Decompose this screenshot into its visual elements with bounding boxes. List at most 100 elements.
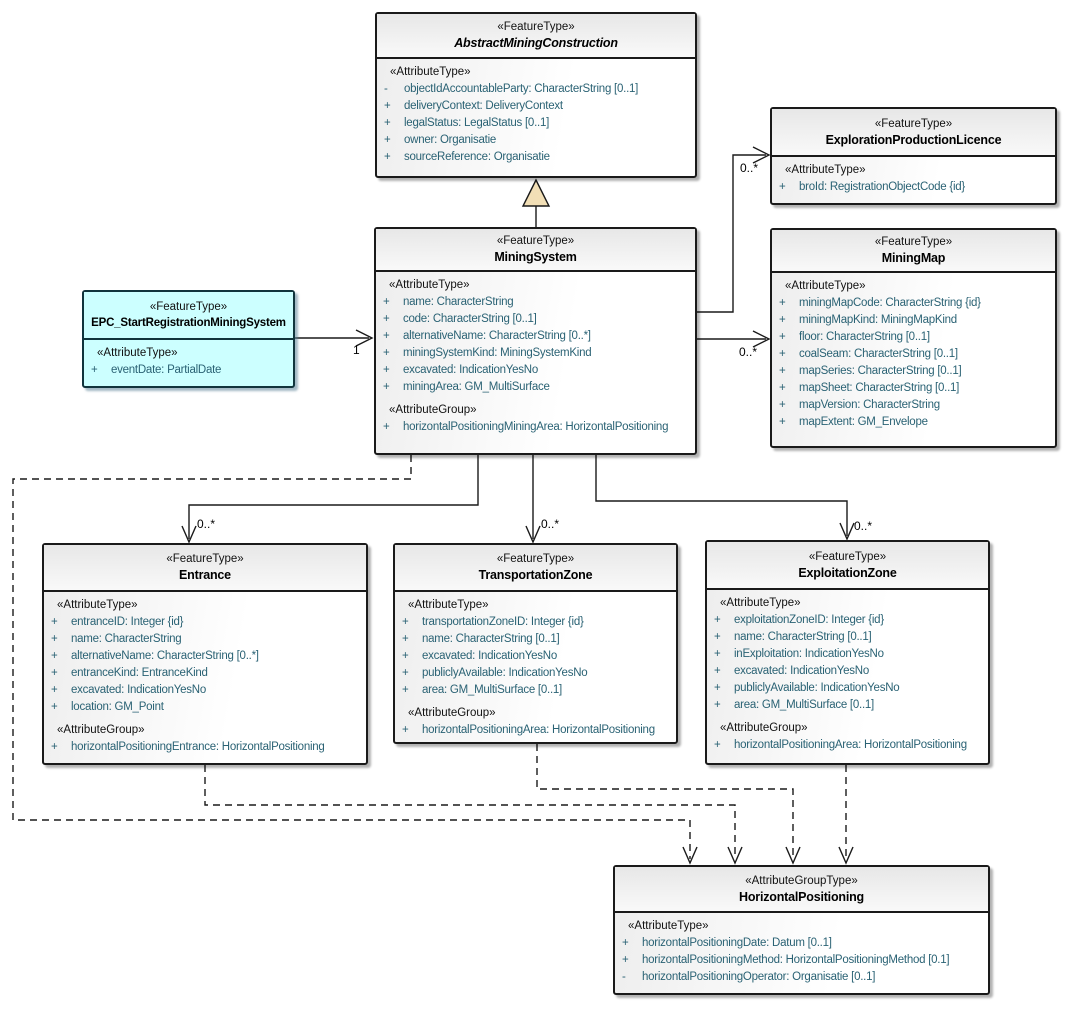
attribute-row[interactable]: +miningMapCode: CharacterString {id} [772,295,1055,312]
attribute-row[interactable]: +name: CharacterString [0..1] [395,631,676,648]
attribute-row[interactable]: +exploitationZoneID: Integer {id} [707,612,988,629]
class-title: «FeatureType» ExploitationZone [707,542,988,590]
attribute-row[interactable]: +name: CharacterString [376,294,695,311]
section-header: «AttributeType» [390,66,471,78]
dependency-transportationzone-horizontalpositioning[interactable] [536,744,801,865]
class-exploitation-zone[interactable]: «FeatureType» ExploitationZone «Attribut… [705,540,990,765]
class-title: «FeatureType» ExplorationProductionLicen… [772,109,1055,157]
attribute-text: mapExtent: GM_Envelope [799,416,928,428]
attribute-row[interactable]: +name: CharacterString [0..1] [707,629,988,646]
attribute-row[interactable]: + location: GM_Point [44,699,366,716]
class-transportation-zone[interactable]: «FeatureType» TransportationZone «Attrib… [393,543,678,744]
attribute-row[interactable]: +horizontalPositioningMethod: Horizontal… [615,952,988,969]
attribute-row[interactable]: +entranceID: Integer {id} [44,614,366,631]
attribute-row[interactable]: +alternativeName: CharacterString [0..*] [376,328,695,345]
visibility-marker: + [402,684,409,696]
visibility-marker: - [384,83,388,95]
attribute-text: location: GM_Point [71,701,164,713]
class-mining-system[interactable]: «FeatureType» MiningSystem «AttributeTyp… [374,227,697,455]
class-title: «FeatureType» Entrance [44,545,366,592]
attribute-row[interactable]: +floor: CharacterString [0..1] [772,329,1055,346]
generalization-miningsystem-abstractminingconstruction[interactable] [521,178,551,227]
visibility-marker: + [779,399,786,411]
class-name: EPC_StartRegistrationMiningSystem [91,316,286,329]
dependency-miningsystem-horizontalpositioning[interactable] [12,455,698,865]
attribute-row[interactable]: +legalStatus: LegalStatus [0..1] [377,115,695,132]
attribute-row[interactable]: +horizontalPositioningDate: Datum [0..1] [615,935,988,952]
class-name: ExplorationProductionLicence [825,132,1002,147]
visibility-marker: + [622,937,629,949]
association-miningsystem-transportationzone[interactable] [525,455,541,544]
attribute-row[interactable]: +area: GM_MultiSurface [0..1] [707,697,988,714]
visibility-marker: + [714,614,721,626]
association-miningsystem-miningmap[interactable] [697,330,771,348]
visibility-marker: + [714,739,721,751]
visibility-marker: + [384,100,391,112]
attribute-row[interactable]: +horizontalPositioningArea: HorizontalPo… [707,737,988,754]
attribute-row[interactable]: +excavated: IndicationYesNo [707,663,988,680]
attribute-text: horizontalPositioningMethod: HorizontalP… [642,954,950,966]
attribute-row[interactable]: +alternativeName: CharacterString [0..*] [44,648,366,665]
attribute-row[interactable]: +inExploitation: IndicationYesNo [707,646,988,663]
class-attributes: «AttributeType»+horizontalPositioningDat… [615,913,988,986]
attribute-row[interactable]: +excavated: IndicationYesNo [395,648,676,665]
attribute-row[interactable]: +mapExtent: GM_Envelope [772,414,1055,431]
attribute-row[interactable]: +owner: Organisatie [377,132,695,149]
attribute-row[interactable]: +code: CharacterString [0..1] [376,311,695,328]
class-attributes: «AttributeType»+transportationZoneID: In… [395,592,676,739]
visibility-marker: + [51,701,58,713]
class-horizontal-positioning[interactable]: «AttributeGroupType» HorizontalPositioni… [613,865,990,995]
attribute-text: code: CharacterString [0..1] [403,313,537,325]
attribute-row[interactable]: +horizontalPositioningEntrance: Horizont… [44,739,366,756]
class-entrance[interactable]: «FeatureType» Entrance «AttributeType»+e… [42,543,368,765]
class-attributes: «AttributeType»+miningMapCode: Character… [772,273,1055,431]
class-epc-start-registration-mining-system[interactable]: «FeatureType» EPC_StartRegistrationMinin… [82,290,295,388]
attribute-text: entranceID: Integer {id} [71,616,184,628]
dependency-entrance-horizontalpositioning[interactable] [204,765,743,865]
class-attributes: «AttributeType»+broId: RegistrationObjec… [772,157,1055,196]
association-epc-miningsystem[interactable] [295,329,374,347]
attribute-row[interactable]: +entranceKind: EntranceKind [44,665,366,682]
visibility-marker: + [51,684,58,696]
attribute-row[interactable]: +coalSeam: CharacterString [0..1] [772,346,1055,363]
attribute-row[interactable]: +horizontalPositioningMiningArea: Horizo… [376,419,695,436]
attribute-row[interactable]: +horizontalPositioningArea: HorizontalPo… [395,722,676,739]
class-exploration-production-licence[interactable]: «FeatureType» ExplorationProductionLicen… [770,107,1057,205]
attribute-text: area: GM_MultiSurface [0..1] [422,684,563,696]
attribute-row[interactable]: -horizontalPositioningOperator: Organisa… [615,969,988,986]
attribute-row[interactable]: +deliveryContext: DeliveryContext [377,98,695,115]
attribute-row[interactable]: +sourceReference: Organisatie [377,149,695,166]
attribute-row[interactable]: +publiclyAvailable: IndicationYesNo [707,680,988,697]
attribute-text: legalStatus: LegalStatus [0..1] [404,117,550,129]
attribute-row[interactable]: +miningMapKind: MiningMapKind [772,312,1055,329]
attribute-text: publiclyAvailable: IndicationYesNo [422,667,588,679]
class-abstract-mining-construction[interactable]: «FeatureType» AbstractMiningConstruction… [375,12,697,178]
attribute-row[interactable]: +miningArea: GM_MultiSurface [376,379,695,396]
attribute-row[interactable]: +eventDate: PartialDate [84,362,293,379]
attribute-row[interactable]: +name: CharacterString [44,631,366,648]
multiplicity-label: 0..* [541,517,560,531]
class-attributes: «AttributeType»+eventDate: PartialDate [84,340,293,379]
section-header: «AttributeGroup» [57,724,145,736]
attribute-row[interactable]: +mapVersion: CharacterString [772,397,1055,414]
association-miningsystem-entrance[interactable] [181,455,479,544]
class-mining-map[interactable]: «FeatureType» MiningMap «AttributeType»+… [770,228,1057,448]
visibility-marker: + [714,665,721,677]
attribute-row[interactable]: +broId: RegistrationObjectCode {id} [772,179,1055,196]
multiplicity-label: 0..* [197,517,216,531]
dependency-exploitationzone-horizontalpositioning[interactable] [838,765,854,865]
attribute-row[interactable]: +excavated: IndicationYesNo [44,682,366,699]
association-miningsystem-explorationproductionlicence[interactable] [697,146,771,313]
association-miningsystem-exploitationzone[interactable] [595,455,855,541]
attribute-row[interactable]: +transportationZoneID: Integer {id} [395,614,676,631]
attribute-row[interactable]: +miningSystemKind: MiningSystemKind [376,345,695,362]
attribute-row[interactable]: +mapSeries: CharacterString [0..1] [772,363,1055,380]
attribute-row[interactable]: +mapSheet: CharacterString [0..1] [772,380,1055,397]
attribute-row[interactable]: -objectIdAccountableParty: CharacterStri… [377,81,695,98]
attribute-row[interactable]: +excavated: IndicationYesNo [376,362,695,379]
attribute-row[interactable]: + area: GM_MultiSurface [0..1] [395,682,676,699]
visibility-marker: + [402,633,409,645]
attribute-text: coalSeam: CharacterString [0..1] [799,348,958,360]
attribute-row[interactable]: +publiclyAvailable: IndicationYesNo [395,665,676,682]
multiplicity-label: 1 [353,343,360,357]
